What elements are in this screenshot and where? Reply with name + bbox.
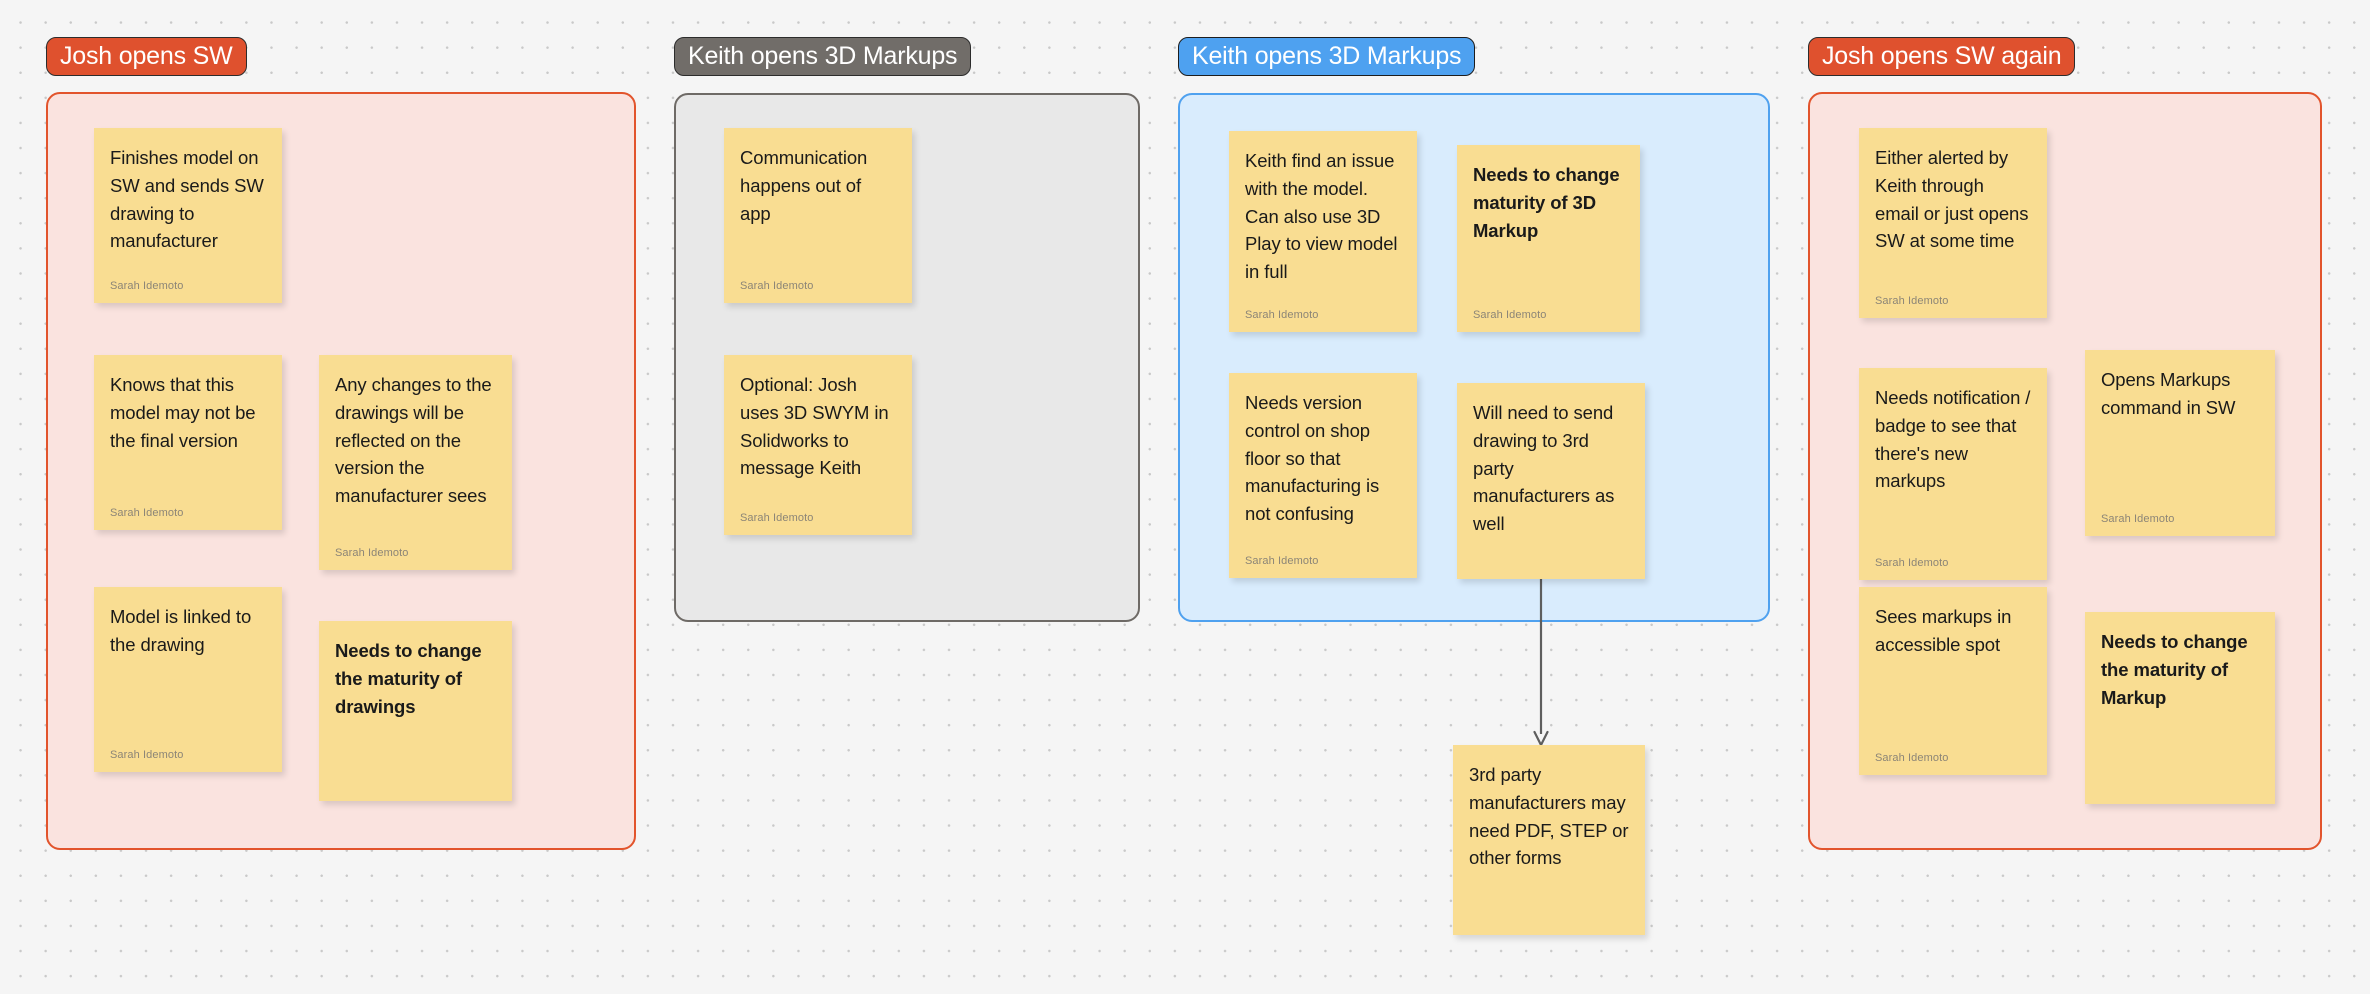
sticky-note-text: Finishes model on SW and sends SW drawin… [110,147,269,252]
sticky-note[interactable]: Finishes model on SW and sends SW drawin… [94,128,282,303]
sticky-note-text: Needs to change the maturity of drawings [335,640,487,717]
sticky-note-author: Sarah Idemoto [1245,308,1319,321]
sticky-note-author: Sarah Idemoto [740,279,814,292]
sticky-note-author: Sarah Idemoto [2101,512,2175,525]
frame-title-josh-opens-sw[interactable]: Josh opens SW [46,37,247,76]
sticky-note-author: Sarah Idemoto [1875,751,1949,764]
sticky-note-text: Needs to change the maturity of Markup [2101,631,2253,708]
frame-title-josh-opens-sw-again[interactable]: Josh opens SW again [1808,37,2076,76]
sticky-note-text: Sees markups in accessible spot [1875,606,2017,655]
sticky-note-author: Sarah Idemoto [1245,554,1319,567]
sticky-note-text: 3rd party manufacturers may need PDF, ST… [1469,764,1634,869]
sticky-note-text: Keith find an issue with the model. Can … [1245,150,1403,282]
sticky-note[interactable]: Needs version control on shop floor so t… [1229,373,1417,578]
sticky-note-author: Sarah Idemoto [335,546,409,559]
sticky-note[interactable]: Any changes to the drawings will be refl… [319,355,512,570]
sticky-note-text: Model is linked to the drawing [110,606,257,655]
sticky-note-author: Sarah Idemoto [110,506,184,519]
sticky-note-text: Optional: Josh uses 3D SWYM in Solidwork… [740,374,894,479]
sticky-note[interactable]: 3rd party manufacturers may need PDF, ST… [1453,745,1645,935]
sticky-note-author: Sarah Idemoto [740,511,814,524]
sticky-note-text: Communication happens out of app [740,147,873,224]
sticky-note-text: Either alerted by Keith through email or… [1875,147,2034,252]
sticky-note[interactable]: Keith find an issue with the model. Can … [1229,131,1417,332]
sticky-note-author: Sarah Idemoto [1875,294,1949,307]
sticky-note-text: Knows that this model may not be the fin… [110,374,261,451]
sticky-note-author: Sarah Idemoto [110,279,184,292]
frame-title-keith-opens-3d-markups-blue[interactable]: Keith opens 3D Markups [1178,37,1476,76]
sticky-note[interactable]: Opens Markups command in SW Sarah Idemoto [2085,350,2275,536]
sticky-note[interactable]: Needs to change the maturity of Markup [2085,612,2275,804]
sticky-note-text: Needs notification / badge to see that t… [1875,387,2036,492]
sticky-note-author: Sarah Idemoto [1473,308,1547,321]
sticky-note[interactable]: Knows that this model may not be the fin… [94,355,282,530]
sticky-note-text: Needs version control on shop floor so t… [1245,392,1385,524]
sticky-note-text: Needs to change maturity of 3D Markup [1473,164,1625,241]
sticky-note-author: Sarah Idemoto [1875,556,1949,569]
sticky-note[interactable]: Either alerted by Keith through email or… [1859,128,2047,318]
sticky-note[interactable]: Needs to change the maturity of drawings [319,621,512,801]
sticky-note-author: Sarah Idemoto [110,748,184,761]
sticky-note-text: Will need to send drawing to 3rd party m… [1473,402,1620,534]
sticky-note-text: Any changes to the drawings will be refl… [335,374,497,506]
sticky-note[interactable]: Will need to send drawing to 3rd party m… [1457,383,1645,579]
sticky-note-text: Opens Markups command in SW [2101,369,2236,418]
frame-title-keith-opens-3d-markups-grey[interactable]: Keith opens 3D Markups [674,37,972,76]
sticky-note[interactable]: Optional: Josh uses 3D SWYM in Solidwork… [724,355,912,535]
sticky-note[interactable]: Needs notification / badge to see that t… [1859,368,2047,580]
